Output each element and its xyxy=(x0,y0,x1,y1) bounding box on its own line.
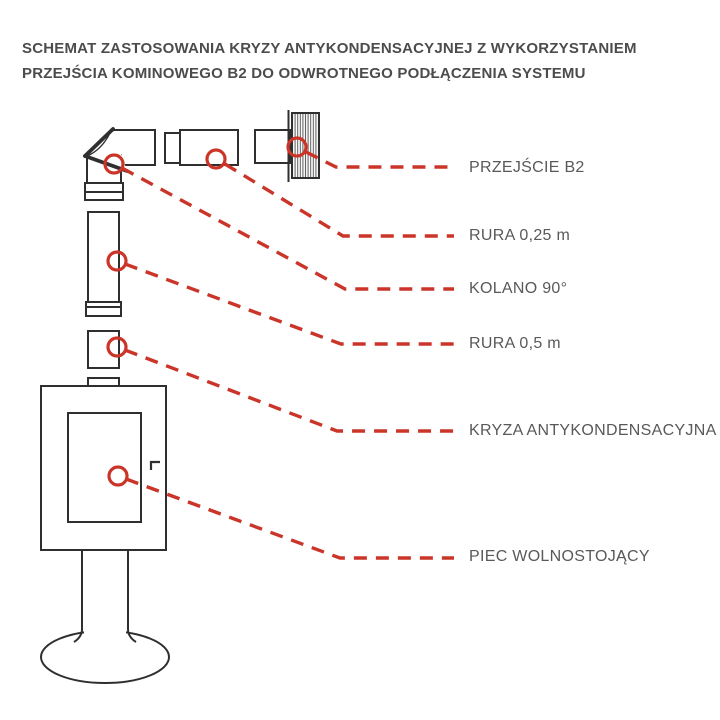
part-kolano-90-elbow xyxy=(83,127,156,201)
part-piec-wolnostojacy xyxy=(40,377,170,684)
leader-piec xyxy=(125,477,454,560)
elbow-miter-edge-left xyxy=(83,127,115,158)
leader-rura-025 xyxy=(224,162,454,238)
pipe025-body xyxy=(179,129,239,166)
label-kolano-90: KOLANO 90° xyxy=(469,280,568,297)
leader-rura-05 xyxy=(124,262,454,346)
stove-door-handle xyxy=(149,460,160,470)
part-rura-05-pipe xyxy=(85,211,122,317)
stove-door xyxy=(67,412,142,523)
pipe025-socket xyxy=(164,132,181,164)
label-przejscie-b2: PRZEJŚCIE B2 xyxy=(469,159,585,176)
marker-rura-025 xyxy=(205,148,227,170)
label-piec: PIEC WOLNOSTOJĄCY xyxy=(469,548,650,565)
title-line-1: SCHEMAT ZASTOSOWANIA KRYZY ANTYKONDENSAC… xyxy=(22,40,637,57)
leader-lines xyxy=(121,150,454,560)
diagram-title: SCHEMAT ZASTOSOWANIA KRYZY ANTYKONDENSAC… xyxy=(22,36,702,86)
passthrough-pipe xyxy=(254,129,291,164)
elbow-miter-face xyxy=(85,129,127,171)
pipe05-collar-band-2 xyxy=(85,306,122,317)
leader-kryza xyxy=(124,348,454,433)
part-rura-025-pipe xyxy=(164,129,239,166)
label-kryza: KRYZA ANTYKONDENSACYJNA xyxy=(469,422,717,439)
marker-rura-05 xyxy=(106,250,128,272)
marker-kolano-90 xyxy=(103,153,125,175)
title-line-2: PRZEJŚCIA KOMINOWEGO B2 DO ODWROTNEGO PO… xyxy=(22,65,586,82)
marker-kryza xyxy=(106,336,128,358)
marker-przejscie-b2 xyxy=(286,136,308,158)
part-kryza-antykondensacyjna xyxy=(87,330,120,369)
markers xyxy=(103,136,308,487)
leader-kolano-90 xyxy=(121,166,454,291)
stove-base-joint xyxy=(84,628,126,644)
pipe05-body xyxy=(87,211,120,303)
kryza-body xyxy=(87,330,120,369)
elbow-socket-band-2 xyxy=(84,191,124,201)
stove-flue-collar xyxy=(87,377,120,387)
label-rura-05: RURA 0,5 m xyxy=(469,335,561,352)
marker-piec xyxy=(107,465,129,487)
label-rura-025: RURA 0,25 m xyxy=(469,227,571,244)
elbow-socket-band-1 xyxy=(84,182,124,193)
stove-pedestal-left xyxy=(73,550,83,643)
leader-przejscie-b2 xyxy=(305,150,454,169)
stove-pedestal-right xyxy=(127,550,137,643)
